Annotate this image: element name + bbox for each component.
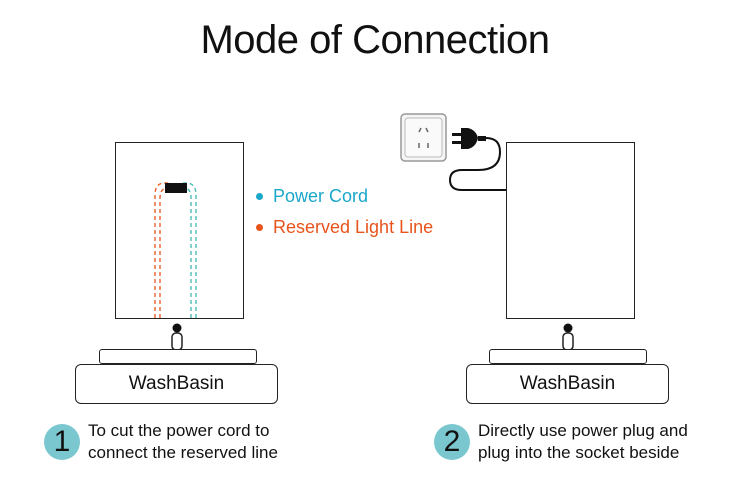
power-cord-path: [182, 182, 197, 318]
reserved-line-label: Reserved Light Line: [273, 217, 434, 237]
power-cable: [448, 137, 506, 191]
legend-reserved-line: Reserved Light Line: [256, 217, 433, 238]
step-1-number: 1: [44, 424, 80, 460]
step-2-number: 2: [434, 424, 470, 460]
reserved-line-path: [154, 182, 170, 318]
step-1: 1 To cut the power cord to connect the r…: [44, 420, 278, 464]
left-washbasin-label: WashBasin: [128, 373, 225, 394]
left-mount-dot: [172, 323, 182, 333]
step-1-line-2: connect the reserved line: [88, 443, 278, 462]
left-washbasin: WashBasin: [75, 364, 278, 404]
step-2-text: Directly use power plug and plug into th…: [478, 420, 688, 464]
left-mount-link: [171, 332, 183, 351]
legend-power-cord: Power Cord: [256, 186, 368, 207]
reserved-line-dot: [256, 224, 263, 231]
step-1-text: To cut the power cord to connect the res…: [88, 420, 278, 464]
left-mirror-panel: [115, 142, 244, 319]
step-2: 2 Directly use power plug and plug into …: [434, 420, 688, 464]
right-washbasin: WashBasin: [466, 364, 669, 404]
right-mirror-panel: [506, 142, 635, 319]
right-mount-dot: [563, 323, 573, 333]
right-shelf: [489, 349, 647, 364]
step-2-line-1: Directly use power plug and: [478, 421, 688, 440]
power-cord-label: Power Cord: [273, 186, 369, 206]
connector-block: [165, 183, 187, 193]
step-1-line-1: To cut the power cord to: [88, 421, 270, 440]
page-title: Mode of Connection: [200, 18, 550, 62]
left-shelf: [99, 349, 257, 364]
right-washbasin-label: WashBasin: [519, 373, 616, 394]
step-2-line-2: plug into the socket beside: [478, 443, 680, 462]
plug-icon: [452, 128, 486, 149]
socket-icon: [400, 113, 447, 162]
power-cord-dot: [256, 193, 263, 200]
right-mount-link: [562, 332, 574, 351]
